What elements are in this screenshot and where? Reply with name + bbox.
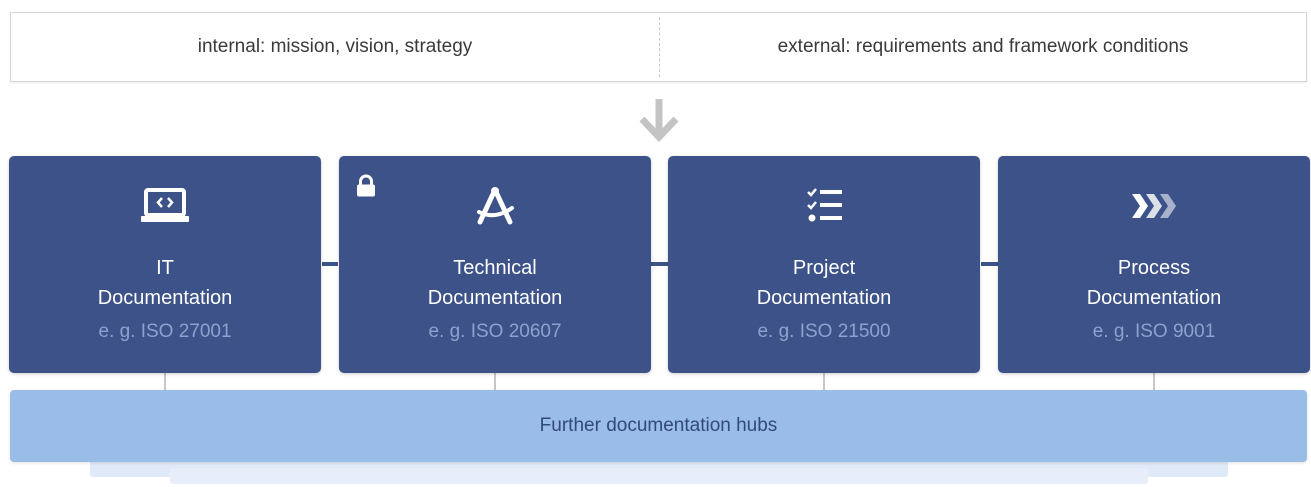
hub-link-line [164, 373, 166, 391]
drafting-compass-icon [467, 182, 523, 230]
card-connector [322, 262, 338, 266]
card-standard: e. g. ISO 20607 [428, 321, 562, 342]
laptop-code-icon [137, 182, 193, 230]
card-title-line: Documentation [1086, 287, 1222, 309]
card-standard: e. g. ISO 21500 [757, 321, 891, 342]
card-connector [981, 262, 998, 266]
card-title-line: Process [1117, 257, 1191, 279]
card-title: Technical Documentation [339, 253, 651, 313]
internal-context-label: internal: mission, vision, strategy [197, 36, 473, 57]
further-hubs-bar[interactable]: Further documentation hubs [10, 390, 1307, 462]
process-chevrons-icon [1126, 182, 1182, 230]
arrow-down-icon [636, 95, 682, 143]
hub-link-line [823, 373, 825, 391]
hubs-stack-layer [170, 468, 1148, 484]
checklist-icon [796, 182, 852, 230]
card-title: Project Documentation [668, 253, 980, 313]
hub-link-line [494, 373, 496, 391]
card-process-documentation[interactable]: Process Documentation e. g. ISO 9001 [998, 156, 1310, 373]
card-it-documentation[interactable]: IT Documentation e. g. ISO 27001 [9, 156, 321, 373]
card-title-line: Documentation [756, 287, 892, 309]
card-title-line: Documentation [427, 287, 563, 309]
card-title: IT Documentation [9, 253, 321, 313]
card-standard: e. g. ISO 9001 [1092, 321, 1216, 342]
card-standard: e. g. ISO 27001 [98, 321, 232, 342]
card-project-documentation[interactable]: Project Documentation e. g. ISO 21500 [668, 156, 980, 373]
lock-icon [355, 174, 377, 198]
hub-link-line [1153, 373, 1155, 391]
card-technical-documentation[interactable]: Technical Documentation e. g. ISO 20607 [339, 156, 651, 373]
card-title-line: IT [156, 257, 174, 279]
external-context-label: external: requirements and framework con… [777, 36, 1189, 57]
context-bar: internal: mission, vision, strategy exte… [10, 12, 1307, 82]
card-connector [651, 262, 668, 266]
card-title: Process Documentation [998, 253, 1310, 313]
card-title-line: Documentation [97, 287, 233, 309]
context-divider [659, 17, 660, 77]
card-title-line: Technical [453, 257, 537, 279]
card-title-line: Project [792, 257, 856, 279]
